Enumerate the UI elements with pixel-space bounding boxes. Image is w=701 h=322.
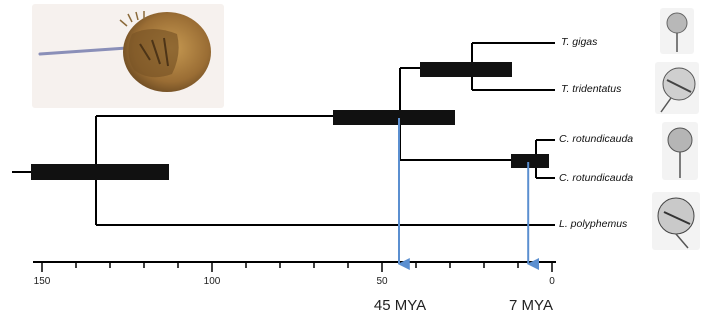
horseshoe-crab-photo	[32, 4, 224, 108]
confidence-bar	[333, 110, 455, 125]
taxon-label: C. rotundicauda	[559, 172, 634, 184]
axis-tick-label: 0	[549, 276, 555, 287]
taxon-label: L. polyphemus	[559, 218, 628, 230]
axis-tick-label: 50	[376, 276, 388, 287]
confidence-bar	[420, 62, 512, 77]
crab-thumbnail-icon	[662, 122, 698, 180]
taxon-label: C. rotundicauda	[559, 133, 634, 145]
confidence-bar	[31, 164, 169, 180]
crab-thumbnail-icon	[652, 192, 700, 250]
axis-tick-label: 100	[203, 276, 221, 287]
time-axis	[33, 261, 556, 272]
divergence-time-label: 45 MYA	[373, 297, 427, 314]
taxon-label: T. gigas	[561, 36, 598, 48]
confidence-bar	[511, 154, 549, 168]
confidence-interval-bars	[31, 62, 549, 180]
taxon-label: T. tridentatus	[561, 83, 622, 95]
horseshoe-crab-illustration	[38, 11, 211, 92]
crab-thumbnail-icon	[655, 62, 699, 114]
axis-tick-label: 150	[33, 276, 51, 287]
divergence-time-label: 7 MYA	[509, 297, 553, 314]
crab-thumbnail-icon	[660, 8, 694, 54]
